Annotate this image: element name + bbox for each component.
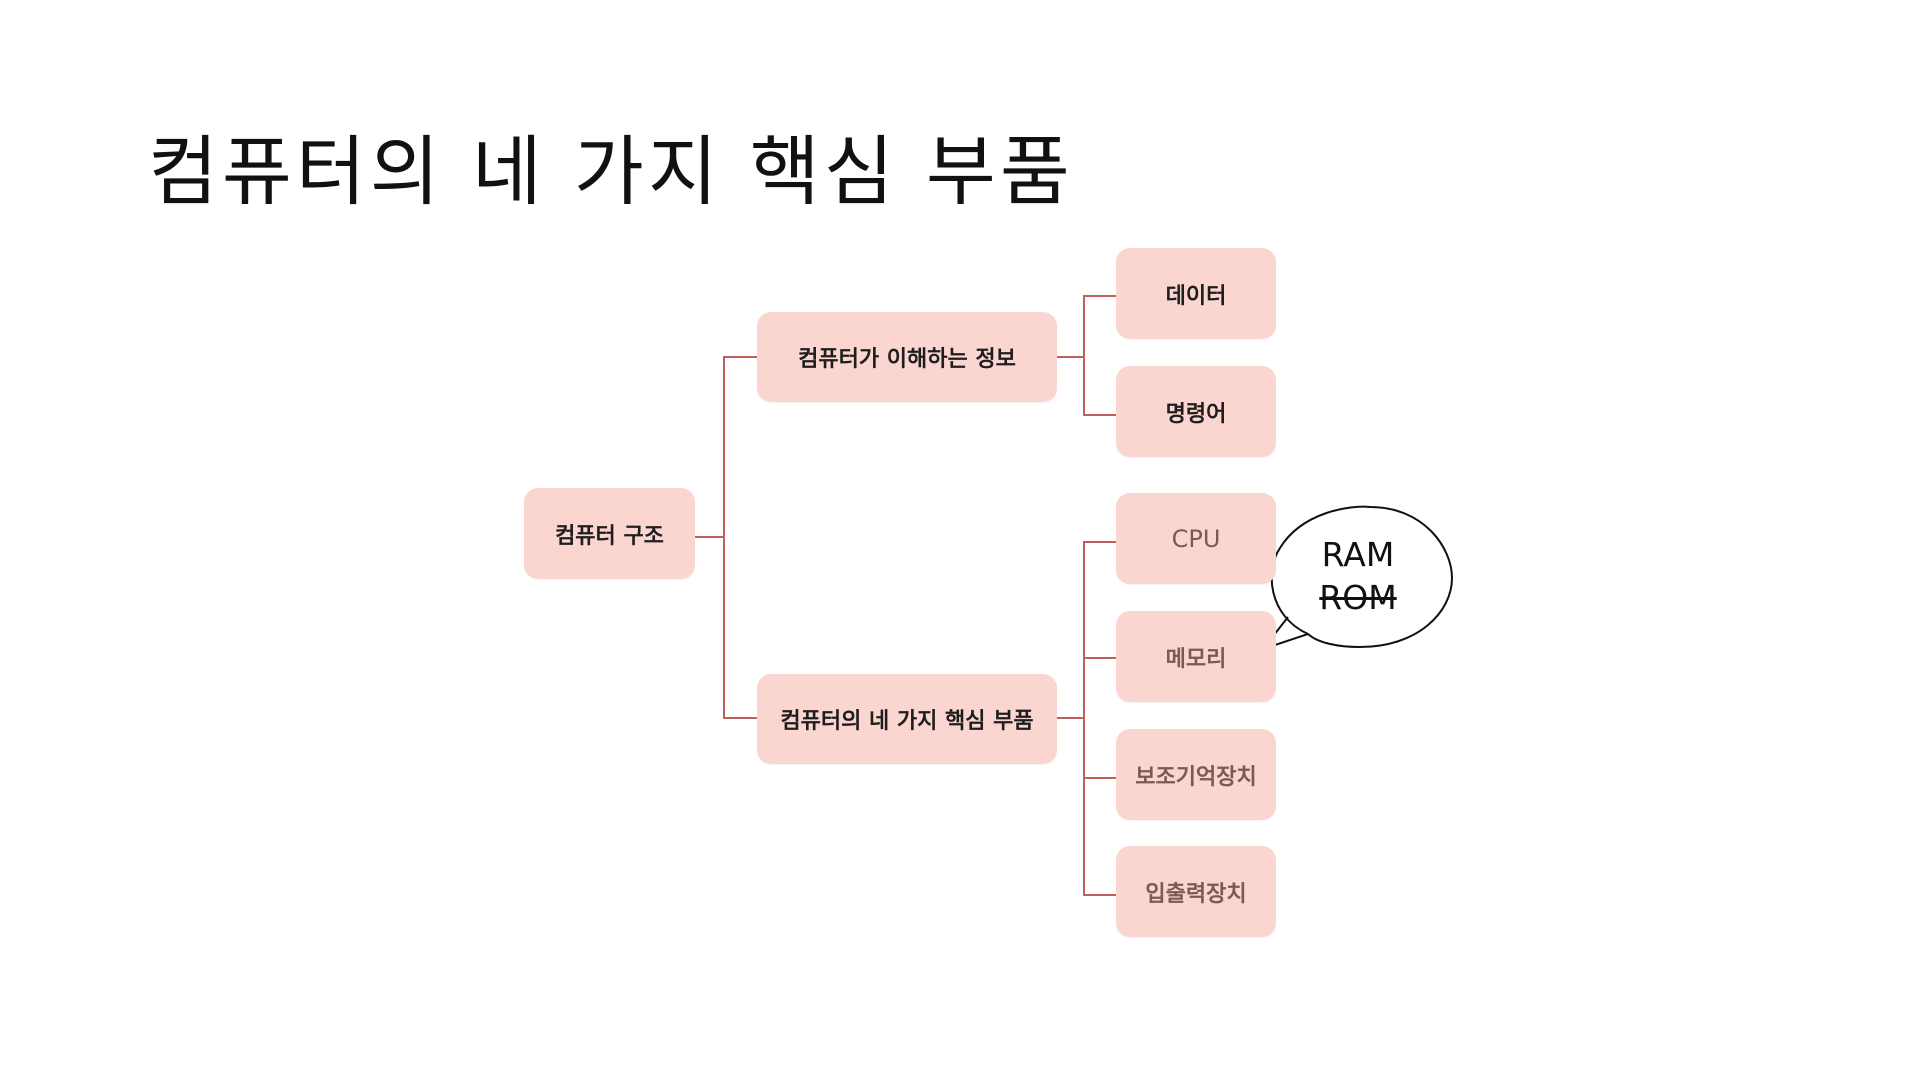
node-memory: 메모리 xyxy=(1116,611,1276,702)
connector-parts-to-io xyxy=(1083,718,1116,896)
callout-rom-struck: ROM xyxy=(1319,578,1397,617)
connector-info-to-data xyxy=(1057,295,1116,358)
slide-title: 컴퓨터의 네 가지 핵심 부품 xyxy=(148,127,1074,216)
connector-info-to-instruction xyxy=(1083,357,1116,416)
node-instruction: 명령어 xyxy=(1116,366,1276,457)
node-data: 데이터 xyxy=(1116,248,1276,339)
node-root: 컴퓨터 구조 xyxy=(524,488,695,579)
node-cpu: CPU xyxy=(1116,493,1276,584)
connector-root-to-info xyxy=(695,356,757,538)
callout-text: RAM ROM xyxy=(1266,533,1450,619)
connector-root-to-parts xyxy=(723,537,757,719)
node-io: 입출력장치 xyxy=(1116,846,1276,937)
connector-parts-to-cpu xyxy=(1057,541,1116,719)
speech-bubble xyxy=(1262,505,1453,650)
callout-ram: RAM xyxy=(1321,535,1395,574)
node-storage: 보조기억장치 xyxy=(1116,729,1276,820)
node-information: 컴퓨터가 이해하는 정보 xyxy=(757,312,1057,402)
node-core-parts: 컴퓨터의 네 가지 핵심 부품 xyxy=(757,674,1057,764)
